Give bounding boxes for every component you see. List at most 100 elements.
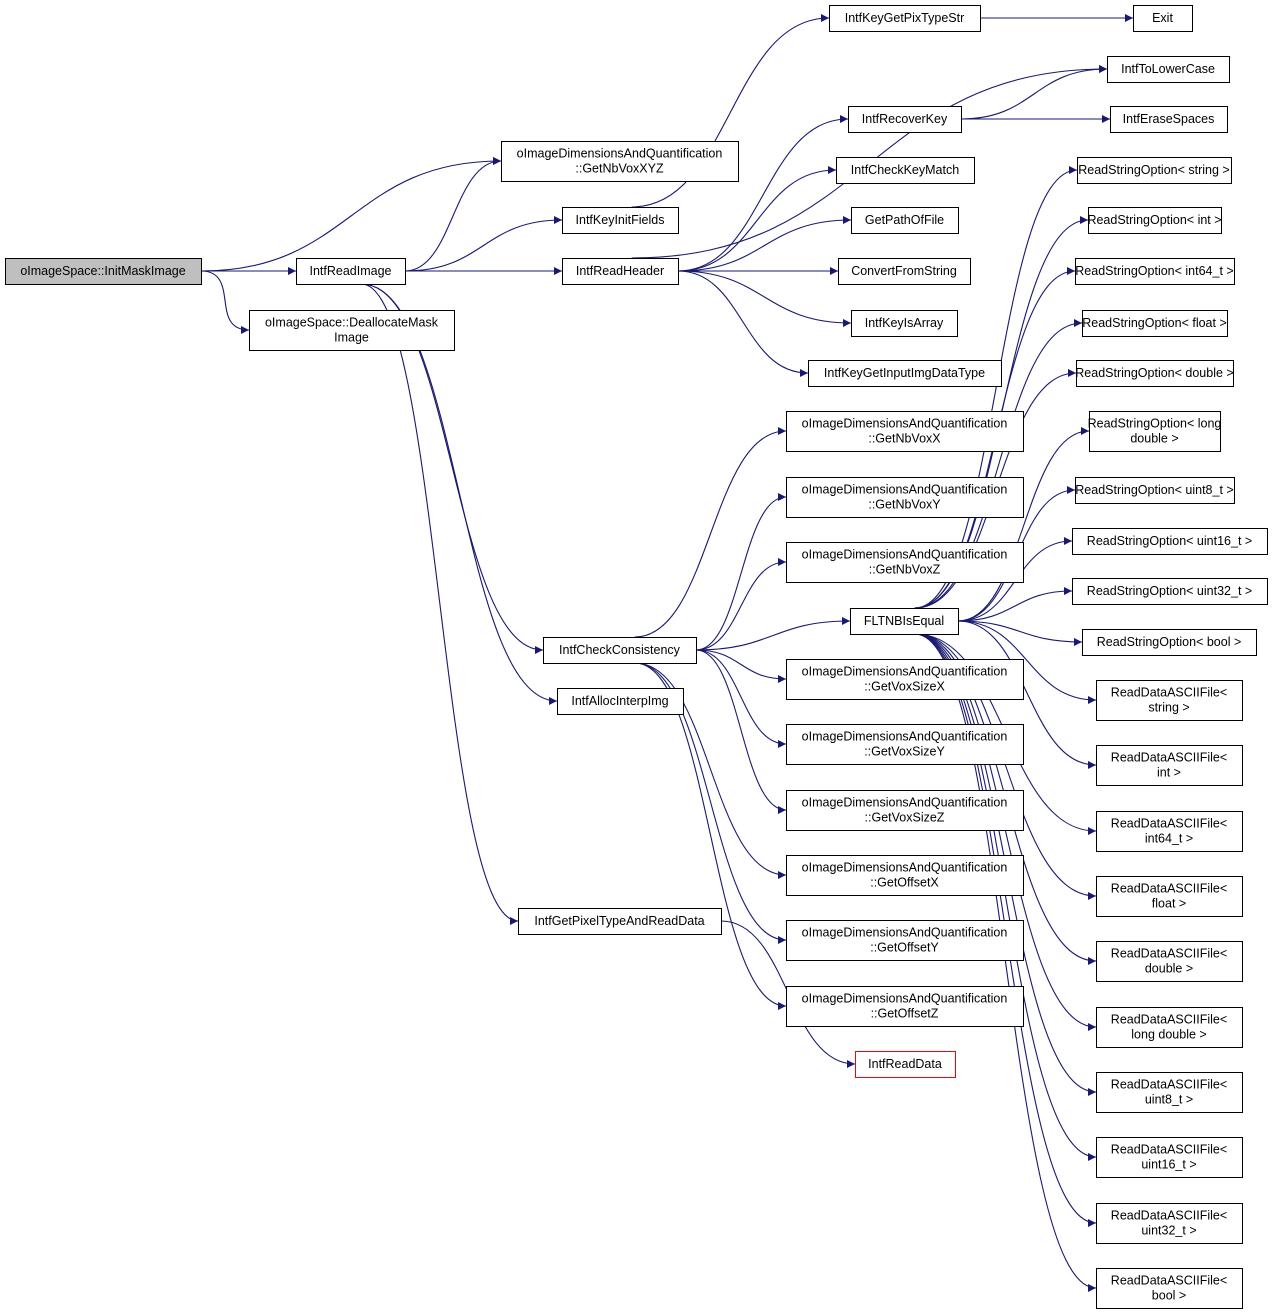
node-keyinitfields[interactable]: IntfKeyInitFields	[562, 207, 679, 234]
node-getnbvoxxyz[interactable]: oImageDimensionsAndQuantification::GetNb…	[501, 141, 739, 182]
node-recoverkey[interactable]: IntfRecoverKey	[848, 106, 962, 133]
node-label-getvoxsizex-1: ::GetVoxSizeX	[864, 680, 945, 694]
node-allocinterp[interactable]: IntfAllocInterpImg	[557, 688, 684, 715]
node-box-getnbvoxy	[786, 477, 1024, 518]
node-label-dealloc-1: Image	[334, 331, 369, 345]
node-label-rso_string-0: ReadStringOption< string >	[1078, 163, 1229, 177]
node-box-fltnbisequal	[850, 608, 959, 635]
node-box-tolowercase	[1107, 56, 1230, 83]
node-label-exit-0: Exit	[1152, 11, 1173, 25]
node-box-rda_uint32	[1096, 1203, 1243, 1244]
node-rso_bool[interactable]: ReadStringOption< bool >	[1082, 629, 1257, 656]
node-erasespaces[interactable]: IntfEraseSpaces	[1110, 106, 1228, 133]
edge-initmask-to-getnbvoxxyz	[200, 157, 502, 272]
node-label-getnbvoxx-1: ::GetNbVoxX	[868, 432, 941, 446]
edge-checkconsistency-to-getnbvoxx	[634, 427, 787, 638]
node-initmask[interactable]: oImageSpace::InitMaskImage	[5, 258, 202, 285]
node-rda_double[interactable]: ReadDataASCIIFile<double >	[1096, 941, 1243, 982]
edge-keyinitfields-to-keygetpixtype	[631, 14, 830, 208]
node-rso_uint32[interactable]: ReadStringOption< uint32_t >	[1072, 578, 1268, 605]
node-label-rda_uint8-0: ReadDataASCIIFile<	[1111, 1078, 1227, 1092]
edge-checkconsistency-to-fltnbisequal	[695, 617, 851, 651]
node-label-readimage-0: IntfReadImage	[310, 264, 392, 278]
node-rda_float[interactable]: ReadDataASCIIFile<float >	[1096, 876, 1243, 917]
node-box-rda_uint8	[1096, 1072, 1243, 1113]
node-rda_uint16[interactable]: ReadDataASCIIFile<uint16_t >	[1096, 1137, 1243, 1178]
node-getnbvoxx[interactable]: oImageDimensionsAndQuantification::GetNb…	[786, 411, 1024, 452]
node-box-exit	[1133, 5, 1193, 32]
node-label-rda_bool-0: ReadDataASCIIFile<	[1111, 1274, 1227, 1288]
node-label-checkkeymatch-0: IntfCheckKeyMatch	[851, 163, 959, 177]
node-box-rso_uint32	[1072, 578, 1268, 605]
node-label-readheader-0: IntfReadHeader	[576, 264, 664, 278]
node-box-dealloc	[249, 310, 455, 351]
node-rda_longdouble[interactable]: ReadDataASCIIFile<long double >	[1096, 1007, 1243, 1048]
node-label-getnbvoxxyz-0: oImageDimensionsAndQuantification	[517, 147, 723, 161]
node-label-getnbvoxy-0: oImageDimensionsAndQuantification	[802, 483, 1008, 497]
node-label-rda_uint32-1: uint32_t >	[1141, 1224, 1196, 1238]
node-rda_int[interactable]: ReadDataASCIIFile<int >	[1096, 745, 1243, 786]
node-rso_double[interactable]: ReadStringOption< double >	[1075, 360, 1234, 387]
node-label-rso_float-0: ReadStringOption< float >	[1082, 316, 1227, 330]
node-rda_bool[interactable]: ReadDataASCIIFile<bool >	[1096, 1268, 1243, 1309]
node-exit[interactable]: Exit	[1133, 5, 1193, 32]
node-box-rso_int	[1088, 207, 1222, 234]
node-convertfromstring[interactable]: ConvertFromString	[838, 258, 971, 285]
node-box-rso_uint8	[1075, 477, 1235, 504]
node-getoffsetz[interactable]: oImageDimensionsAndQuantification::GetOf…	[786, 986, 1024, 1027]
node-tolowercase[interactable]: IntfToLowerCase	[1107, 56, 1230, 83]
node-label-rso_uint8-0: ReadStringOption< uint8_t >	[1075, 483, 1233, 497]
node-keyisarray[interactable]: IntfKeyIsArray	[851, 310, 958, 337]
node-box-rda_bool	[1096, 1268, 1243, 1309]
node-checkconsistency[interactable]: IntfCheckConsistency	[543, 637, 697, 664]
node-rda_uint8[interactable]: ReadDataASCIIFile<uint8_t >	[1096, 1072, 1243, 1113]
node-readimage[interactable]: IntfReadImage	[296, 258, 406, 285]
node-rso_string[interactable]: ReadStringOption< string >	[1077, 157, 1232, 184]
node-rda_uint32[interactable]: ReadDataASCIIFile<uint32_t >	[1096, 1203, 1243, 1244]
node-box-getpathoffile	[851, 207, 959, 234]
node-box-rda_longdouble	[1096, 1007, 1243, 1048]
edge-fltnbisequal-to-rso_bool	[957, 620, 1083, 646]
node-label-rda_longdouble-1: long double >	[1131, 1028, 1206, 1042]
node-rso_int64[interactable]: ReadStringOption< int64_t >	[1075, 258, 1235, 285]
node-getoffsety[interactable]: oImageDimensionsAndQuantification::GetOf…	[786, 920, 1024, 961]
node-box-recoverkey	[848, 106, 962, 133]
node-rda_int64[interactable]: ReadDataASCIIFile<int64_t >	[1096, 811, 1243, 852]
node-rda_string[interactable]: ReadDataASCIIFile<string >	[1096, 680, 1243, 721]
node-rso_int[interactable]: ReadStringOption< int >	[1087, 207, 1222, 234]
node-label-rda_float-0: ReadDataASCIIFile<	[1111, 882, 1227, 896]
node-fltnbisequal[interactable]: FLTNBIsEqual	[850, 608, 959, 635]
node-getnbvoxy[interactable]: oImageDimensionsAndQuantification::GetNb…	[786, 477, 1024, 518]
node-box-getoffsety	[786, 920, 1024, 961]
edge-readheader-to-keyisarray	[677, 270, 852, 327]
node-keygetinputimg[interactable]: IntfKeyGetInputImgDataType	[808, 360, 1002, 387]
node-getvoxsizey[interactable]: oImageDimensionsAndQuantification::GetVo…	[786, 724, 1024, 765]
edge-fltnbisequal-to-rda_string	[957, 620, 1097, 704]
node-readdata[interactable]: IntfReadData	[855, 1051, 956, 1078]
node-rso_float[interactable]: ReadStringOption< float >	[1082, 310, 1228, 337]
node-label-getpathoffile-0: GetPathOfFile	[865, 213, 944, 227]
node-getpathoffile[interactable]: GetPathOfFile	[851, 207, 959, 234]
node-getnbvoxz[interactable]: oImageDimensionsAndQuantification::GetNb…	[786, 542, 1024, 583]
node-label-rso_int64-0: ReadStringOption< int64_t >	[1075, 264, 1233, 278]
node-label-getnbvoxxyz-1: ::GetNbVoxXYZ	[575, 162, 664, 176]
node-getvoxsizez[interactable]: oImageDimensionsAndQuantification::GetVo…	[786, 790, 1024, 831]
node-box-getvoxsizez	[786, 790, 1024, 831]
node-checkkeymatch[interactable]: IntfCheckKeyMatch	[836, 157, 975, 184]
node-box-readdata	[855, 1051, 956, 1078]
node-box-rda_int	[1096, 745, 1243, 786]
node-getoffsetx[interactable]: oImageDimensionsAndQuantification::GetOf…	[786, 855, 1024, 896]
node-rso_uint16[interactable]: ReadStringOption< uint16_t >	[1072, 528, 1268, 555]
node-label-rda_uint16-0: ReadDataASCIIFile<	[1111, 1143, 1227, 1157]
edge-fltnbisequal-to-rda_int	[957, 620, 1097, 769]
node-rso_uint8[interactable]: ReadStringOption< uint8_t >	[1075, 477, 1235, 504]
node-getvoxsizex[interactable]: oImageDimensionsAndQuantification::GetVo…	[786, 659, 1024, 700]
node-getpixeltype[interactable]: IntfGetPixelTypeAndReadData	[518, 908, 722, 935]
node-readheader[interactable]: IntfReadHeader	[562, 258, 679, 285]
node-box-getoffsetx	[786, 855, 1024, 896]
node-label-getvoxsizez-1: ::GetVoxSizeZ	[865, 811, 945, 825]
node-box-rso_longdouble	[1089, 411, 1221, 452]
node-keygetpixtype[interactable]: IntfKeyGetPixTypeStr	[829, 5, 981, 32]
